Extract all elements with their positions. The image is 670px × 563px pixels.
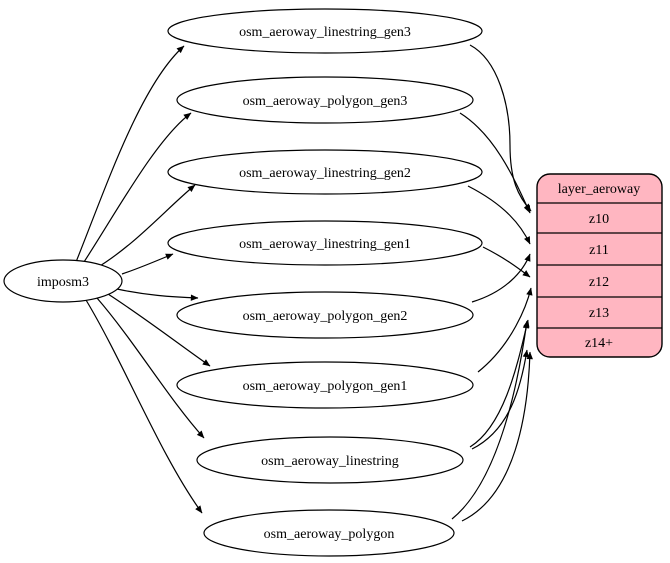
- imposm3-label: imposm3: [37, 275, 89, 290]
- table-label: osm_aeroway_linestring_gen1: [239, 237, 411, 252]
- edge-imposm3-polygon-gen2: [116, 288, 199, 301]
- table-ellipse: [176, 291, 474, 339]
- edge-group-source: [75, 45, 211, 514]
- layer-row-z14: z14+: [585, 336, 613, 351]
- table-ellipse: [203, 509, 455, 557]
- table-ellipse: [196, 436, 464, 484]
- table-label: osm_aeroway_polygon: [264, 527, 395, 542]
- table-ellipse: [176, 76, 474, 124]
- table-label: osm_aeroway_polygon_gen1: [243, 379, 408, 394]
- edge-linestring-gen1-z12: [482, 246, 531, 278]
- edge-polygon-z14: [461, 351, 533, 522]
- edge-imposm3-linestring-gen2: [94, 184, 196, 270]
- node-osm-aeroway-polygon-gen1: osm_aeroway_polygon_gen1: [176, 361, 474, 409]
- node-osm-aeroway-linestring-gen2: osm_aeroway_linestring_gen2: [167, 149, 483, 195]
- layer-row-z12: z12: [589, 275, 609, 290]
- layer-row-z10: z10: [589, 212, 609, 227]
- imposm3-ellipse: [3, 259, 123, 303]
- node-osm-aeroway-linestring-gen3: osm_aeroway_linestring_gen3: [167, 8, 483, 54]
- layer-row-z13: z13: [589, 306, 609, 321]
- node-osm-aeroway-linestring-gen1: osm_aeroway_linestring_gen1: [167, 220, 483, 266]
- edge-linestring-gen2-z11: [467, 185, 531, 245]
- edge-imposm3-polygon-gen3: [81, 112, 192, 266]
- edge-polygon-gen2-z11: [471, 253, 531, 303]
- node-imposm3: imposm3: [3, 259, 123, 303]
- layer-row-z11: z11: [589, 243, 609, 258]
- table-ellipse: [167, 149, 483, 195]
- node-osm-aeroway-polygon-gen3: osm_aeroway_polygon_gen3: [176, 76, 474, 124]
- layer-title: layer_aeroway: [558, 182, 640, 197]
- edge-imposm3-linestring: [96, 297, 205, 439]
- edge-imposm3-polygon-gen1: [107, 293, 211, 367]
- table-label: osm_aeroway_linestring: [261, 454, 399, 469]
- edge-group-layer: [451, 44, 533, 522]
- edge-polygon-gen1-z12: [477, 287, 533, 373]
- node-osm-aeroway-polygon: osm_aeroway_polygon: [203, 509, 455, 557]
- node-osm-aeroway-linestring: osm_aeroway_linestring: [196, 436, 464, 484]
- table-label: osm_aeroway_polygon_gen2: [243, 309, 408, 324]
- edge-polygon-gen3-z10: [459, 112, 531, 214]
- table-label: osm_aeroway_linestring_gen3: [239, 25, 411, 40]
- edge-linestring-z14: [471, 349, 530, 450]
- node-layer-aeroway: layer_aeroway z10 z11 z12 z13 z14+: [536, 173, 663, 358]
- edge-imposm3-linestring-gen3: [75, 45, 185, 263]
- table-label: osm_aeroway_linestring_gen2: [239, 166, 411, 181]
- table-ellipse: [167, 8, 483, 54]
- edge-linestring-gen3-z10: [469, 44, 532, 212]
- table-label: osm_aeroway_polygon_gen3: [243, 94, 408, 109]
- table-ellipse: [167, 220, 483, 266]
- node-osm-aeroway-polygon-gen2: osm_aeroway_polygon_gen2: [176, 291, 474, 339]
- edge-imposm3-polygon: [85, 299, 203, 514]
- table-ellipse: [176, 361, 474, 409]
- edge-imposm3-linestring-gen1: [121, 253, 174, 275]
- edge-polygon-z13: [451, 320, 530, 520]
